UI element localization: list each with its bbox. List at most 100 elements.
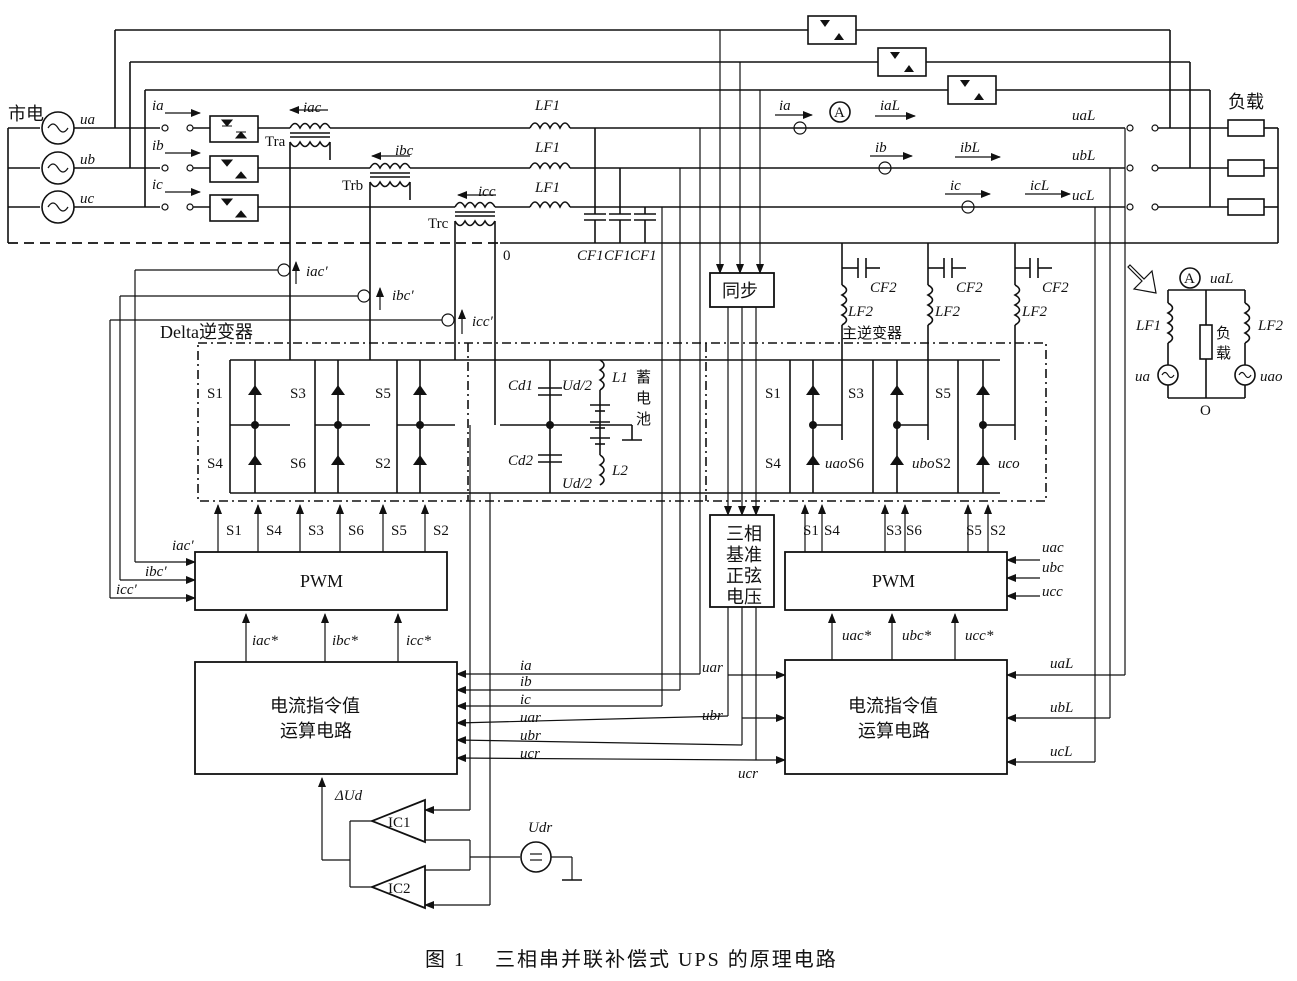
- thyristor-a-icon: [209, 115, 259, 143]
- ucc-star-label: ucc*: [965, 628, 994, 644]
- left-cmd-line-1: 电流指令值: [270, 696, 360, 716]
- mains-sources: 市电 ua ub uc: [7, 104, 1278, 244]
- ud2-bottom-label: Ud/2: [562, 476, 593, 492]
- pwm-s5-label: S5: [391, 523, 407, 539]
- cf2-c-label: CF2: [1042, 280, 1069, 296]
- bypass-switches: [114, 15, 1211, 207]
- bypass-thyristor-b-icon: [877, 47, 927, 77]
- cf2-a-label: CF2: [870, 280, 897, 296]
- s4-right-label: S4: [765, 456, 781, 472]
- ia-in-label: ia: [152, 98, 164, 114]
- dc-reference-source-icon: [520, 841, 552, 873]
- rpwm-s6-label: S6: [906, 523, 922, 539]
- pwm-right-label: PWM: [872, 571, 915, 591]
- ib-out-label: ib: [875, 140, 887, 156]
- ref-line-2: 基准: [726, 545, 762, 565]
- pwm-left-label: PWM: [300, 571, 343, 591]
- s2-left-label: S2: [375, 456, 391, 472]
- lf2-c-label: LF2: [1021, 304, 1048, 320]
- ref-line-3: 正弦: [726, 566, 762, 586]
- rc-ubl-label: ubL: [1050, 700, 1073, 716]
- iac-label: iac: [303, 100, 322, 116]
- battery-icon: [590, 390, 610, 455]
- load-b-icon: [1227, 159, 1265, 177]
- right-current-command-block: 电流指令值 运算电路 uac* ubc* ucc* uar ubr ucr ua…: [702, 128, 1126, 782]
- ic1-label: IC1: [388, 815, 411, 831]
- lf2-a-label: LF2: [847, 304, 874, 320]
- ibl-label: ibL: [960, 140, 980, 156]
- pwm-icc-prime-label: icc′: [116, 582, 137, 598]
- inset-uao-label: uao: [1260, 369, 1283, 385]
- inset-o-label: O: [1200, 403, 1211, 419]
- rpwm-s1-label: S1: [803, 523, 819, 539]
- uao-label: uao: [825, 456, 848, 472]
- pwm-ibc-prime-label: ibc′: [145, 564, 167, 580]
- inset-lf1-label: LF1: [1135, 318, 1161, 334]
- reference-voltage-block: 三相 基准 正弦 电压: [709, 514, 775, 760]
- pwm-s4-label: S4: [266, 523, 282, 539]
- trc-label: Trc: [428, 216, 449, 232]
- inset-ammeter-label: A: [1184, 271, 1195, 287]
- mains-label: 市电: [8, 104, 44, 124]
- s5-right-label: S5: [935, 386, 951, 402]
- s3-right-label: S3: [848, 386, 864, 402]
- uco-label: uco: [998, 456, 1020, 472]
- iac-prime-label: iac′: [306, 264, 328, 280]
- s4-left-label: S4: [207, 456, 223, 472]
- s2-right-label: S2: [935, 456, 951, 472]
- ic2-label: IC2: [388, 881, 411, 897]
- inset-lf2-label: LF2: [1257, 318, 1284, 334]
- inset-load-label-1: 负: [1216, 325, 1231, 342]
- inset-load-label-2: 载: [1216, 345, 1231, 362]
- rc-ucr-label: ucr: [738, 766, 758, 782]
- thyristor-c-icon: [209, 194, 259, 222]
- pwm-s1-label: S1: [226, 523, 242, 539]
- sync-block: 同步: [709, 30, 775, 516]
- ucl-label: ucL: [1072, 188, 1095, 204]
- cd1-label: Cd1: [508, 378, 533, 394]
- ia-out-label: ia: [779, 98, 791, 114]
- s6-left-label: S6: [290, 456, 306, 472]
- icc-star-label: icc*: [406, 633, 431, 649]
- rc-ubr-label: ubr: [702, 708, 723, 724]
- dc-regulators: IC1 IC2 Udr: [322, 425, 582, 910]
- ammeter-label: A: [834, 105, 845, 121]
- pwm-s2-label: S2: [433, 523, 449, 539]
- ubc-label: ubc: [1042, 560, 1064, 576]
- ual-label: uaL: [1072, 108, 1095, 124]
- uac-label: uac: [1042, 540, 1064, 556]
- inverter-frame: [197, 342, 1047, 502]
- tra-label: Tra: [265, 134, 286, 150]
- delta-current-sensors: iac′ ibc′ icc′: [109, 261, 493, 598]
- ammeter-icon: [829, 101, 851, 123]
- rpwm-s3-label: S3: [886, 523, 902, 539]
- inset-ua-label: ua: [1135, 369, 1150, 385]
- main-inverter: 主逆变器 S1 S3 S5 S4 S6 S2 uao ubo uco CF2 L…: [765, 243, 1069, 493]
- inset-ammeter-icon: [1179, 267, 1201, 289]
- ibc-star-label: ibc*: [332, 633, 358, 649]
- s1-right-label: S1: [765, 386, 781, 402]
- hollow-arrow-icon: [1127, 264, 1157, 294]
- lf1-b-label: LF1: [534, 140, 560, 156]
- cf1-b-label: CF1: [604, 248, 631, 264]
- trb-label: Trb: [342, 178, 363, 194]
- ibc-label: ibc: [395, 143, 414, 159]
- input-switches: ia ib ic: [152, 98, 455, 222]
- ref-line-1: 三相: [726, 524, 762, 544]
- series-transformers: iac Tra ibc Trb icc Trc 0: [265, 100, 530, 360]
- load-side: ia A iaL ib ibL ic icL uaL ubL ucL 负载: [775, 92, 1279, 243]
- ic1-amplifier-icon: [369, 798, 426, 844]
- s6-right-label: S6: [848, 456, 864, 472]
- ial-label: iaL: [880, 98, 900, 114]
- input-filter: LF1 LF1 LF1 CF1 CF1 CF1: [529, 98, 1125, 264]
- ua-label: ua: [80, 112, 95, 128]
- delta-inverter-label: Delta逆变器: [160, 322, 253, 342]
- inset-ual-label: uaL: [1210, 271, 1233, 287]
- equivalent-circuit-inset: A uaL 负 载 LF1 LF2 ua uao O: [1127, 264, 1284, 419]
- ubo-label: ubo: [912, 456, 935, 472]
- pwm-iac-prime-label: iac′: [172, 538, 194, 554]
- rpwm-s4-label: S4: [824, 523, 840, 539]
- rc-uar-label: uar: [702, 660, 723, 676]
- zero-label: 0: [503, 248, 511, 264]
